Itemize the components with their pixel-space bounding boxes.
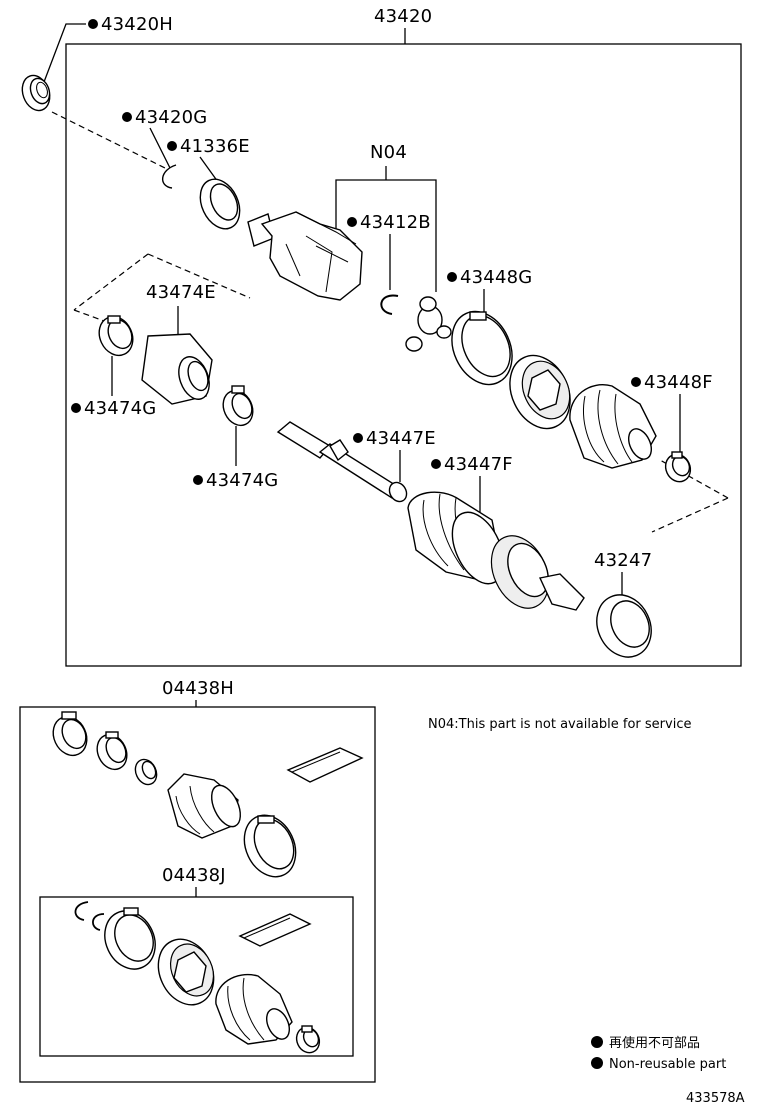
non-reusable-dot [431,459,441,469]
non-reusable-dot [347,217,357,227]
kit-j-snap-ring-a [74,901,89,921]
non-reusable-dot [122,112,132,122]
label-43447F: 43447F [444,454,513,475]
non-reusable-dot [193,475,203,485]
legend-text-jp: 再使用不可部品 [609,1035,700,1051]
label-43412B: 43412B [360,212,431,233]
leader-43420G [149,127,173,173]
part-43420G-snap-ring [162,164,177,189]
part-43448F-clamp [664,451,692,483]
kit-h-clamp-small [134,758,158,786]
label-04438J: 04438J [162,865,226,886]
leader-41336E [199,156,219,183]
leader-43420H [43,23,86,83]
kit-h-clamp-medium [96,731,128,771]
legend-text-en: Non-reusable part [609,1057,726,1072]
kit-h-clamp-large [52,711,88,757]
main-assembly-frame [65,43,742,667]
label-43420H: 43420H [101,14,173,35]
kit-h-grease-pack [286,747,364,783]
non-reusable-dot [631,377,641,387]
non-reusable-dot [71,403,81,413]
part-43448G-clamp [451,310,513,386]
part-43412B-snap-ring [380,294,399,315]
non-reusable-dot [353,433,363,443]
service-note: N04:This part is not available for servi… [428,717,691,732]
label-43474G-a: 43474G [84,398,156,419]
label-43447E: 43447E [366,428,436,449]
non-reusable-dot [167,141,177,151]
kit-j-clamp-small [295,1025,321,1054]
part-41336E-ring [199,178,241,230]
label-43247: 43247 [594,550,652,571]
label-43474G-b: 43474G [206,470,278,491]
part-drive-shaft [276,421,408,503]
kit-j-snap-ring-b [92,913,105,931]
part-43474G-clamp-b [222,385,254,427]
label-04438H: 04438H [162,678,234,699]
dashed-boot-kit-boundary [73,309,119,327]
kit-j-boot [215,974,293,1045]
label-41336E: 41336E [180,136,250,157]
dashed-guide-43420H [51,111,166,169]
non-reusable-dot [88,19,98,29]
part-43247-seal [596,594,652,658]
part-outboard-boot [569,384,657,469]
dashed-boot-kit-boundary [73,253,149,311]
label-43420: 43420 [374,6,432,27]
kit-h-boot [167,773,242,839]
part-outboard-cv-joint [407,491,585,611]
label-43474E: 43474E [146,282,216,303]
part-inboard-boot-ring [509,354,571,430]
label-43448F: 43448F [644,372,713,393]
legend-dot [591,1057,603,1069]
label-43448G: 43448G [460,267,532,288]
label-N04: N04 [370,142,407,163]
part-inboard-joint-housing [247,211,363,301]
boot-kit-frame-04438J [39,896,354,1057]
figure-id: 433578A [686,1091,745,1106]
dashed-boot-kit-boundary [651,497,729,533]
kit-j-clamp-large [104,907,156,970]
part-43474G-clamp-a [98,315,134,357]
part-tripod-spider [405,296,452,352]
label-43420G: 43420G [135,107,207,128]
kit-j-grease-pack [238,913,312,947]
part-43474E-boot [141,333,213,405]
dashed-boot-kit-boundary [147,253,251,299]
part-43420H-seal [21,74,51,112]
non-reusable-dot [447,272,457,282]
legend-dot [591,1036,603,1048]
kit-j-boot-ring [157,938,215,1006]
kit-h-clamp-band [243,814,297,878]
boot-kit-frame-04438H [19,706,376,1083]
